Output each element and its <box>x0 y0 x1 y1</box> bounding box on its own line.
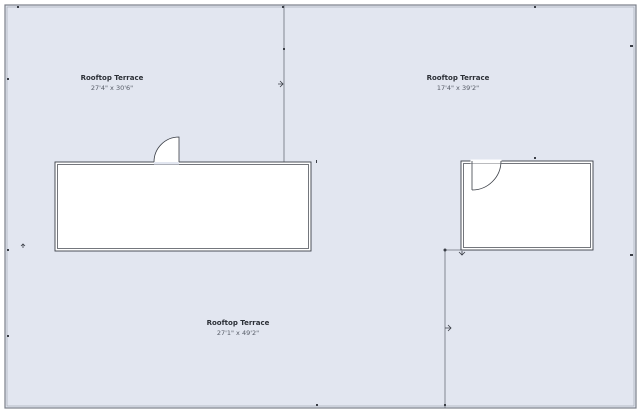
door-swing-icon-2 <box>471 160 502 191</box>
arrow-right-icon-2 <box>445 324 452 332</box>
arrow-up-icon <box>20 243 26 248</box>
structure-right <box>460 159 594 251</box>
structure-left <box>54 136 312 252</box>
arrow-down-icon <box>458 251 466 256</box>
door-swing-icon <box>153 136 180 163</box>
room-label: Rooftop Terrace <box>207 319 270 327</box>
room-label: Rooftop Terrace <box>81 74 144 82</box>
room-dimensions: 27'1" x 49'2" <box>217 329 259 337</box>
wall-ticks <box>7 6 633 406</box>
arrow-right-icon <box>278 80 284 88</box>
room-dimensions: 17'4" x 39'2" <box>437 84 479 92</box>
room-dimensions: 27'4" x 30'6" <box>91 84 133 92</box>
room-label: Rooftop Terrace <box>427 74 490 82</box>
outer-wall-inner <box>6 6 635 407</box>
